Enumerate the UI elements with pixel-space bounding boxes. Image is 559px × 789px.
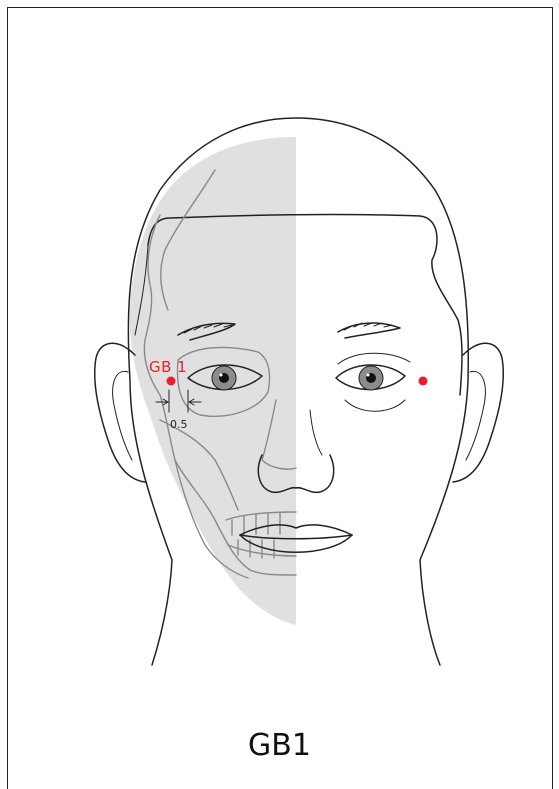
- right-ear: [453, 343, 503, 482]
- right-eye-crease: [338, 353, 410, 364]
- measurement-label: 0.5: [170, 418, 188, 431]
- gb1-point-right: [419, 377, 428, 386]
- right-eye-glint: [367, 374, 370, 377]
- right-ear-inner: [466, 371, 485, 460]
- gb1-point-left: [167, 377, 176, 386]
- figure-caption: GB1: [0, 728, 559, 763]
- point-label: GB 1: [149, 358, 187, 376]
- right-eye-lower-lid: [345, 400, 405, 411]
- left-ear-inner: [113, 371, 132, 460]
- nose-bridge: [310, 410, 322, 455]
- left-eye-glint: [220, 374, 223, 377]
